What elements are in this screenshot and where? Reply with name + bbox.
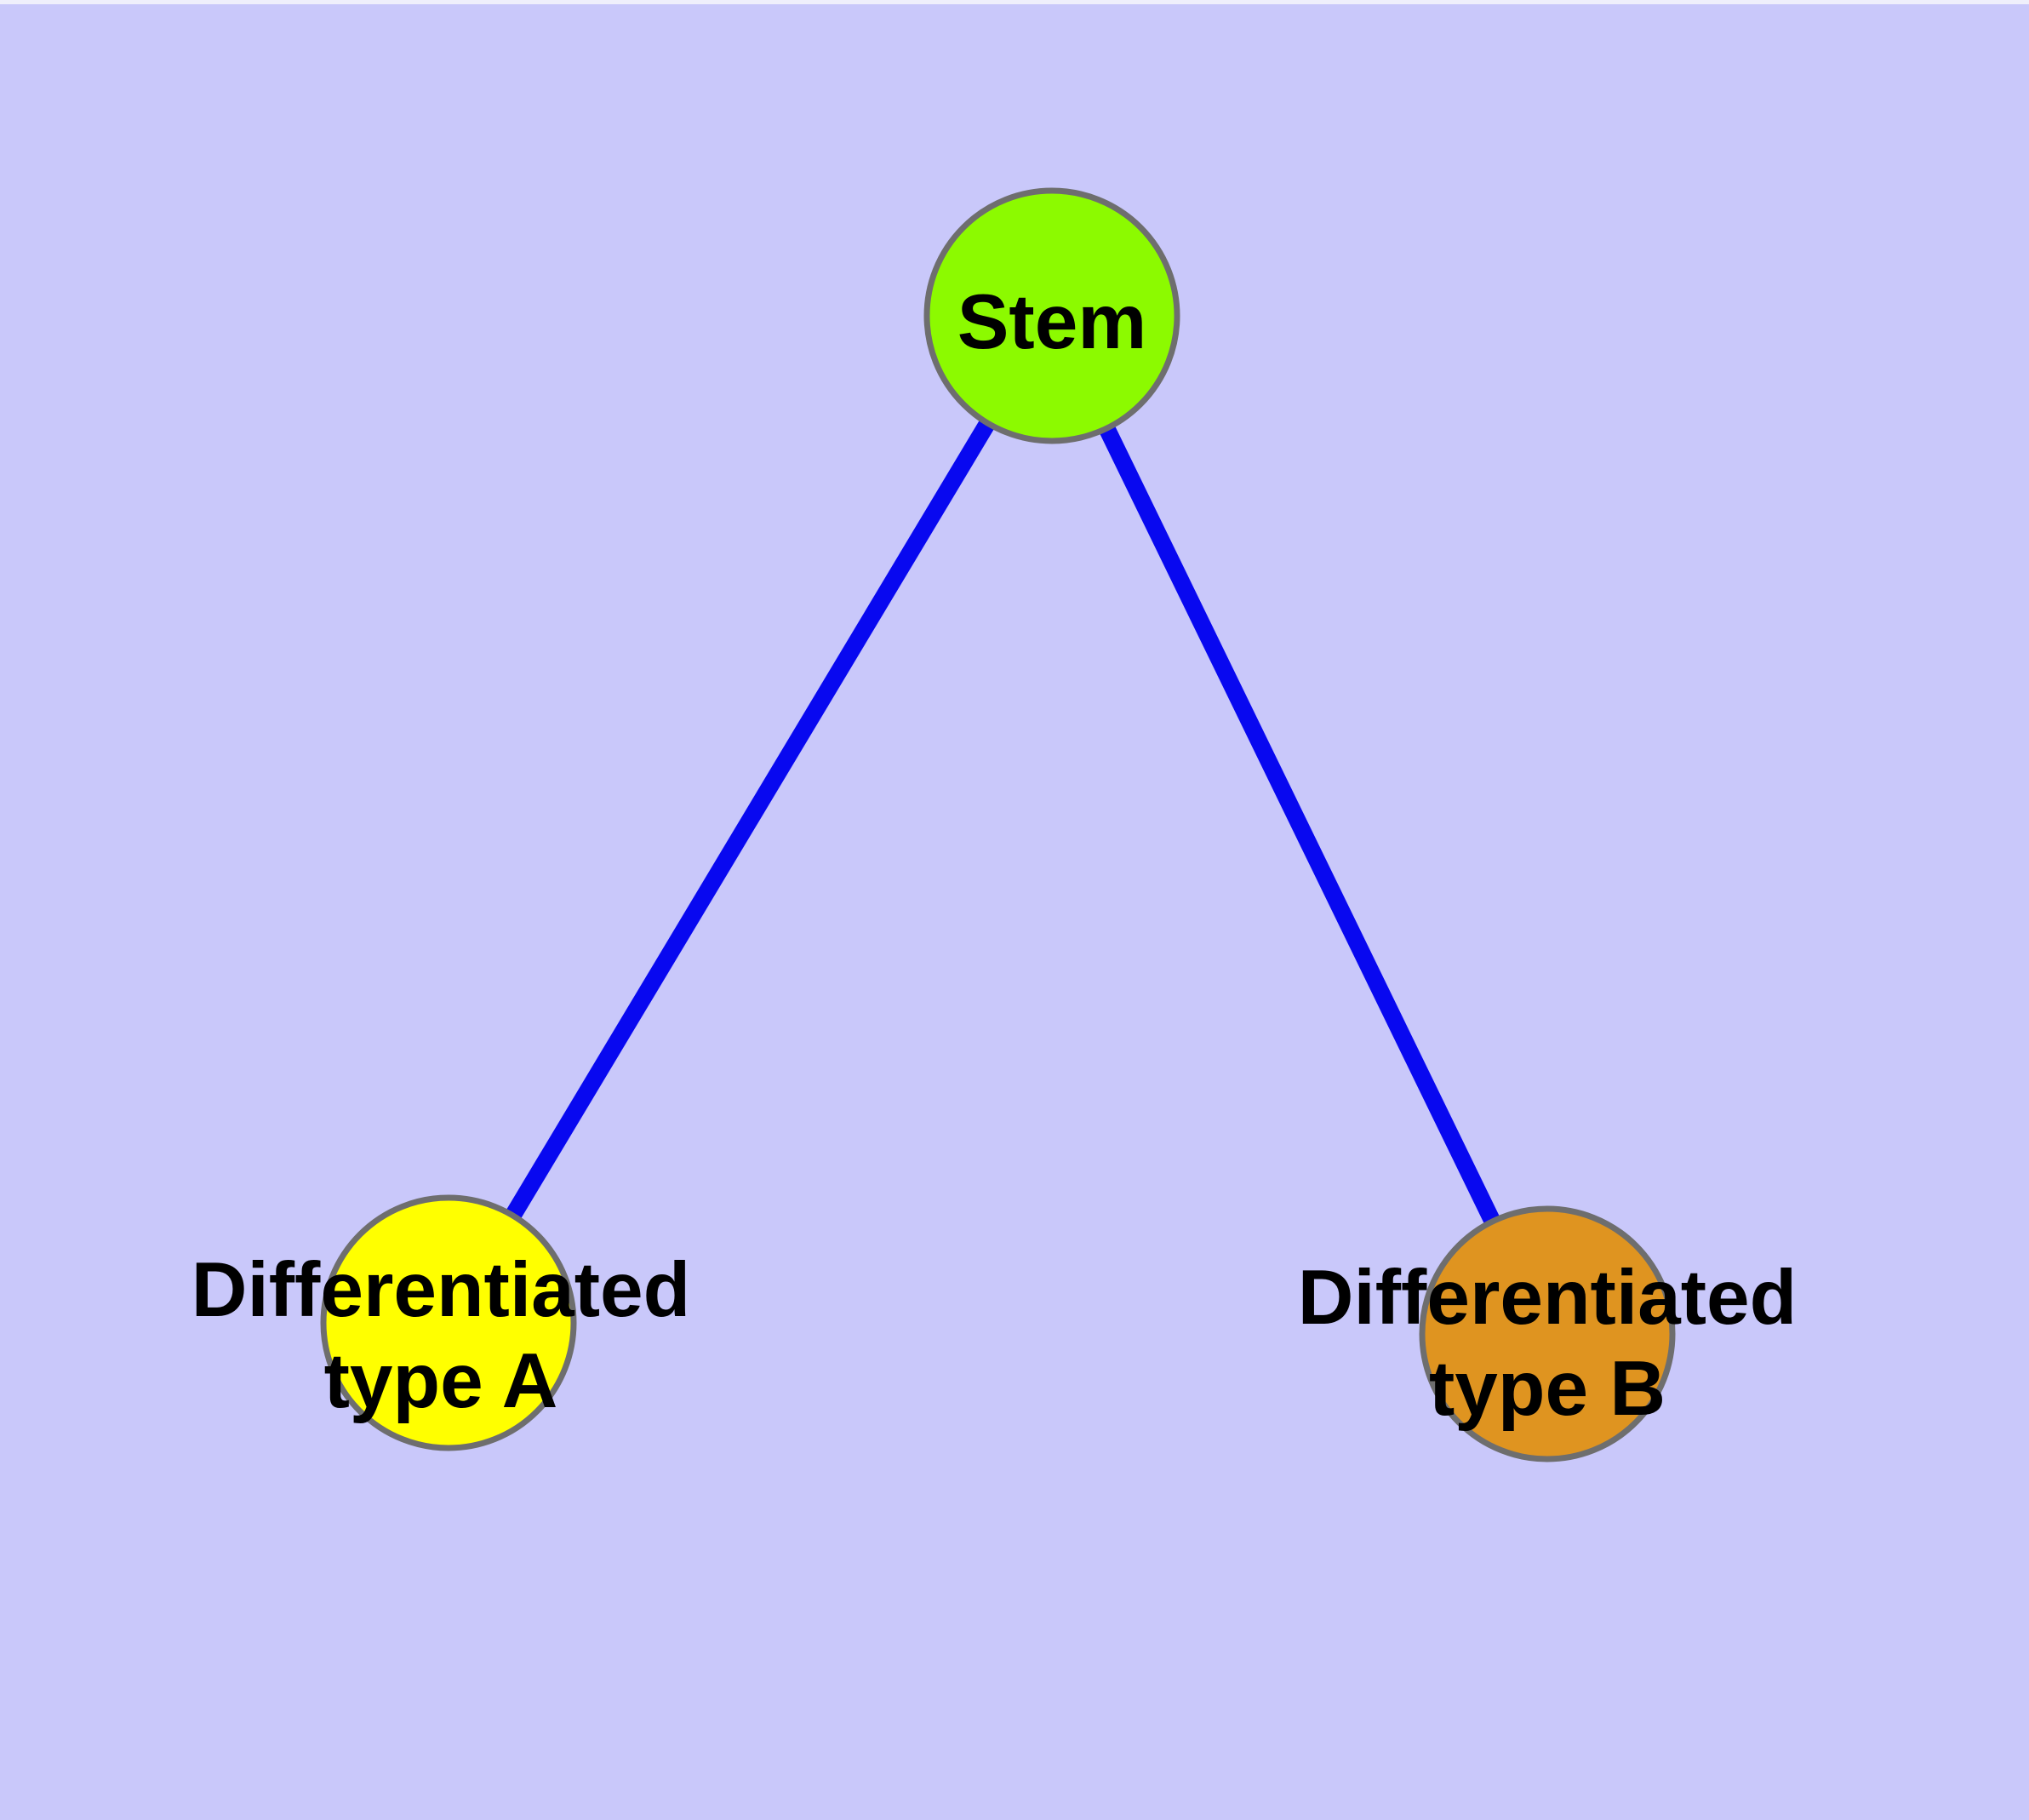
differentiated-type-b-label-line1: Differentiated bbox=[1298, 1255, 1798, 1341]
node-differentiated-type-b: Differentiated type B bbox=[1298, 1205, 1798, 1462]
edge-stem-to-differentiated-type-b bbox=[1044, 312, 1555, 1338]
top-edge-strip bbox=[0, 0, 2029, 4]
stem-node-circle bbox=[923, 187, 1180, 444]
differentiated-type-b-label-line2: type B bbox=[1429, 1346, 1666, 1432]
node-differentiated-type-a: Differentiated type A bbox=[191, 1194, 691, 1451]
differentiated-type-a-label-line1: Differentiated bbox=[191, 1247, 691, 1333]
edge-stem-to-differentiated-type-a bbox=[441, 311, 1060, 1328]
node-stem: Stem bbox=[923, 187, 1180, 444]
differentiated-type-b-node-circle bbox=[1419, 1205, 1676, 1462]
differentiated-type-a-node-circle bbox=[320, 1194, 577, 1451]
differentiated-type-a-label-line2: type A bbox=[324, 1338, 558, 1424]
stem-node-label: Stem bbox=[957, 279, 1147, 365]
